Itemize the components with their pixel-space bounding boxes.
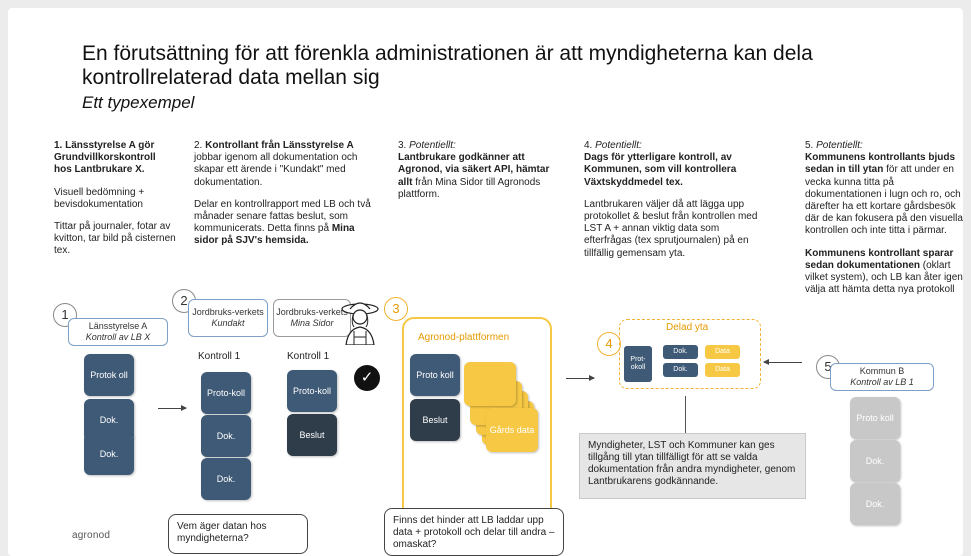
step2-heading-bold: Kontrollant från Länsstyrelse A [205, 140, 354, 151]
step2b-doc-protokoll: Proto-koll [287, 370, 337, 412]
info-box: Myndigheter, LST och Kommuner kan ges ti… [579, 433, 806, 499]
step4-bold: Dags för ytterligare kontroll, av Kommun… [584, 152, 737, 188]
step5-rest2: (oklart vilket system), och LB kan åter … [805, 259, 963, 296]
shared-data-2: Data [705, 363, 740, 377]
agronod-logo: agronod [72, 530, 111, 541]
shared-protokoll: Prot-okoll [624, 346, 652, 382]
gards-data-doc: Gårds data [486, 408, 538, 452]
step1-tag-line1: Länsstyrelse A [88, 321, 148, 331]
step1-tag: Länsstyrelse A Kontroll av LB X [68, 318, 168, 346]
step3-num: 3. [398, 140, 410, 151]
shared-dok-1: Dok. [663, 345, 698, 359]
step1-doc-dok-2: Dok. [84, 433, 134, 475]
step3-bold: Lantbrukare godkänner att Agronod, via s… [398, 152, 550, 188]
arrow-3-to-4 [566, 375, 595, 381]
step2-num: 2. [194, 140, 206, 151]
step1-text: 1. Länsstyrelse A gör Grundvillkorskontr… [54, 140, 176, 268]
step1-doc-protokoll: Protok oll [84, 354, 134, 396]
arrow-5-to-4 [764, 362, 802, 363]
page-title: En förutsättning för att förenkla admini… [82, 42, 813, 89]
step4-p2: Lantbrukaren väljer då att lägga upp pro… [584, 198, 758, 259]
step2-doc-protokoll: Proto-koll [201, 372, 251, 414]
step5-rest1: för att under en vecka kunna titta på do… [805, 164, 963, 237]
step3-doc-beslut: Beslut [410, 399, 460, 441]
info-connector [685, 396, 686, 433]
step1-heading: 1. Länsstyrelse A gör Grundvillkorskontr… [54, 140, 156, 176]
step2b-doc-beslut: Beslut [287, 414, 337, 456]
step5-doc-dok-1: Dok. [850, 440, 900, 482]
step2-p2a: Delar en kontrollrapport med LB och två … [194, 198, 371, 235]
step5-tag: Kommun B Kontroll av LB 1 [830, 363, 934, 391]
step4-number-circle: 4 [597, 332, 621, 356]
step2b-tag-line2: Mina Sidor [290, 318, 334, 328]
step2-tag-line1: Jordbruks-verkets [192, 307, 264, 317]
step5-bold2: Kommunens kontrollant sparar sedan dokum… [805, 247, 954, 271]
step2b-tag-line1: Jordbruks-verkets [276, 307, 348, 317]
step2-tag-line2: Kundakt [211, 318, 245, 328]
step1-tag-line2: Kontroll av LB X [85, 332, 151, 342]
step3-rest: från Mina Sidor till Agronods plattform. [398, 176, 541, 200]
step4-italic: Potentiellt: [595, 140, 642, 151]
step5-tag-line1: Kommun B [859, 366, 905, 376]
step2-label: Kontroll 1 [198, 351, 241, 362]
step2-tag: Jordbruks-verkets Kundakt [188, 299, 268, 337]
question-bubble-1: Vem äger datan hos myndigheterna? [168, 514, 308, 554]
arrow-1-to-2 [158, 405, 187, 411]
step2-text: 2. Kontrollant från Länsstyrelse A jobba… [194, 140, 374, 258]
step3-text: 3. Potentiellt: Lantbrukare godkänner at… [398, 140, 563, 201]
step2b-label: Kontroll 1 [287, 351, 330, 362]
step3-italic: Potentiellt: [409, 140, 456, 151]
shared-data-1: Data [705, 345, 740, 359]
step3-doc-protokoll: Proto koll [410, 354, 460, 396]
step5-doc-protokoll: Proto koll [850, 397, 900, 439]
slide: En förutsättning för att förenkla admini… [8, 8, 963, 556]
shared-dok-2: Dok. [663, 363, 698, 377]
check-icon: ✓ [354, 365, 380, 391]
question-bubble-2: Finns det hinder att LB laddar upp data … [384, 508, 564, 556]
agronod-platform-label: Agronod-plattformen [418, 332, 510, 343]
step5-bold1: Kommunens kontrollants bjuds sedan in ti… [805, 152, 956, 176]
step1-p2: Tittar på journaler, fotar av kvitton, t… [54, 221, 176, 257]
step5-doc-dok-2: Dok. [850, 483, 900, 525]
step2-p2b: Mina sidor på SJV's hemsida. [194, 223, 355, 247]
step4-num: 4. [584, 140, 596, 151]
step2-heading-rest: jobbar igenom all dokumentation och skap… [194, 152, 358, 188]
shared-area-label: Delad yta [666, 322, 709, 333]
step5-num: 5. [805, 140, 817, 151]
step2-doc-dok-1: Dok. [201, 415, 251, 457]
shared-area [619, 319, 761, 389]
farmer-avatar-icon [341, 302, 379, 345]
page-subtitle: Ett typexempel [82, 93, 195, 112]
step5-tag-line2: Kontroll av LB 1 [850, 377, 914, 387]
step2b-tag: Jordbruks-verkets Mina Sidor [273, 299, 351, 337]
stacked-data-1 [464, 362, 516, 406]
step5-text: 5. Potentiellt: Kommunens kontrollants b… [805, 140, 963, 306]
step5-italic: Potentiellt: [816, 140, 863, 151]
step3-number-circle: 3 [384, 297, 408, 321]
step2-doc-dok-2: Dok. [201, 458, 251, 500]
step4-text: 4. Potentiellt: Dags för ytterligare kon… [584, 140, 762, 270]
step1-p1: Visuell bedömning + bevisdokumentation [54, 186, 145, 210]
